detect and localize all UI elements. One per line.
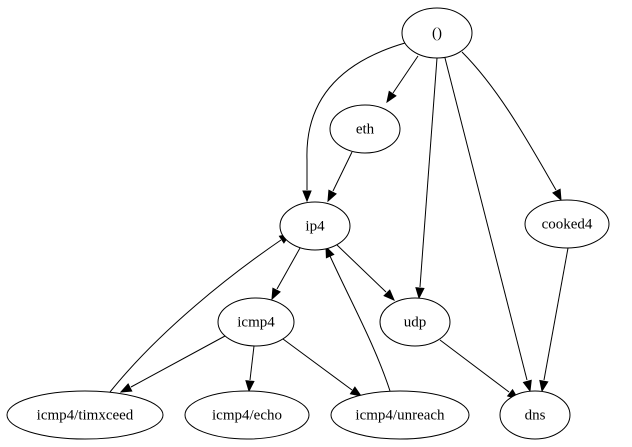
node-ellipse [524, 199, 610, 249]
node-ellipse [379, 297, 451, 347]
edge-icmp4-to-icmp4-echo [245, 345, 255, 393]
node-icmp4-unreach: icmp4/unreach [330, 390, 470, 440]
edge-line [332, 151, 353, 192]
node-icmp4-echo: icmp4/echo [184, 390, 310, 440]
node-ellipse [6, 390, 164, 440]
edge-eth-to-ip4 [327, 151, 353, 203]
edge-line [249, 345, 255, 381]
edge-root-to-dns [444, 57, 532, 393]
edge-line [444, 57, 528, 381]
arrowhead-icon [271, 287, 281, 301]
arrowhead-icon [349, 386, 363, 397]
edge-line [543, 247, 569, 381]
edge-ip4-to-icmp4 [271, 247, 301, 301]
node-label: ip4 [305, 218, 325, 234]
arrowhead-icon [383, 289, 395, 301]
node-ellipse [279, 201, 351, 251]
edge-root-to-ip4 [302, 42, 406, 203]
edge-line [461, 51, 557, 191]
arrowhead-icon [327, 189, 337, 203]
edge-root-to-udp [415, 57, 438, 300]
arrowhead-icon [245, 380, 255, 393]
edge-line [439, 339, 510, 393]
node-ellipse [217, 297, 295, 347]
edge-line [276, 247, 301, 290]
arrowhead-icon [386, 90, 397, 104]
node-dns: dns [499, 390, 571, 440]
edge-icmp4-unreach-to-ip4 [325, 245, 391, 392]
node-ellipse [184, 390, 310, 440]
edge-line [109, 239, 282, 393]
edge-root-to-eth [386, 55, 419, 104]
node-label: icmp4/timxceed [37, 407, 134, 423]
edge-icmp4-to-icmp4-timxceed [119, 335, 226, 393]
edge-root-to-cooked4 [461, 51, 562, 202]
edge-line [282, 338, 353, 391]
node-label: icmp4/unreach [355, 407, 445, 423]
arrowhead-icon [119, 383, 133, 393]
edge-line [392, 55, 419, 94]
edge-ip4-to-udp [336, 244, 395, 301]
node-ellipse [330, 390, 470, 440]
node-eth: eth [329, 104, 401, 154]
node-label: dns [525, 407, 546, 423]
node-label: icmp4/echo [212, 407, 282, 423]
node-label: () [432, 25, 442, 41]
node-label: cooked4 [542, 216, 593, 232]
arrowhead-icon [325, 245, 335, 259]
arrowhead-icon [522, 379, 532, 393]
node-ellipse [499, 390, 571, 440]
arrowhead-icon [302, 190, 312, 203]
edge-line [130, 335, 226, 388]
edge-layer [109, 42, 569, 400]
edge-line [336, 244, 387, 293]
node-ellipse [329, 104, 401, 154]
arrowhead-icon [415, 287, 425, 300]
node-layer: () eth ip4 cooked4 icmp4 udp icmp4/timxceed icm… [6, 7, 610, 440]
node-icmp4: icmp4 [217, 297, 295, 347]
node-ellipse [401, 7, 473, 59]
node-label: icmp4 [237, 314, 275, 330]
arrowhead-icon [539, 379, 549, 393]
node-icmp4-timxceed: icmp4/timxceed [6, 390, 164, 440]
node-label: udp [404, 314, 427, 330]
edge-line [419, 57, 438, 288]
arrowhead-icon [552, 188, 562, 202]
node-ip4: ip4 [279, 201, 351, 251]
node-root: () [401, 7, 473, 59]
edge-line [306, 42, 406, 190]
edge-icmp4-to-icmp4-unreach [282, 338, 363, 397]
edge-line [329, 255, 391, 392]
node-cooked4: cooked4 [524, 199, 610, 249]
edge-cooked4-to-dns [539, 247, 569, 393]
node-udp: udp [379, 297, 451, 347]
node-label: eth [356, 121, 375, 137]
